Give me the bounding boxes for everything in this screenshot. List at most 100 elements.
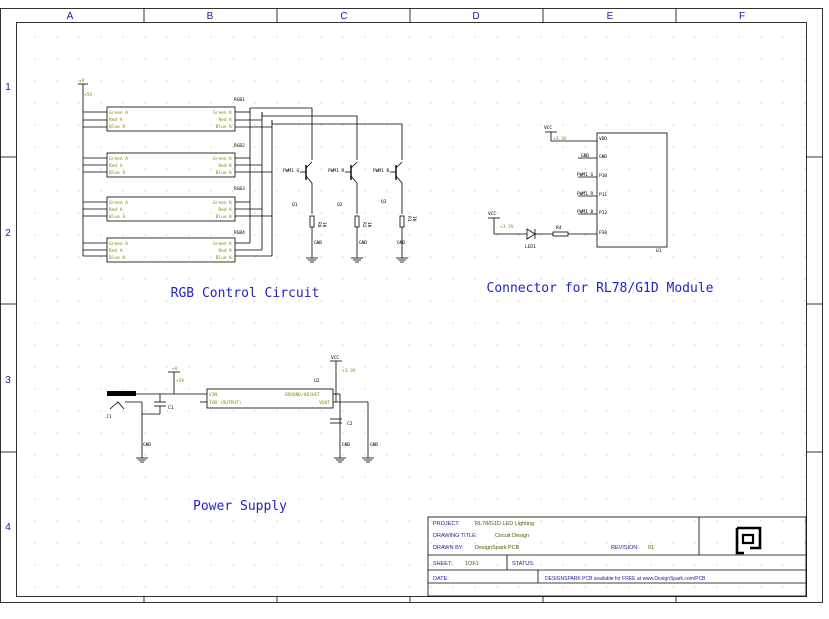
gnd-label: GND [370, 442, 378, 448]
date-label: DATE: [433, 576, 449, 582]
row-dividers [0, 156, 823, 453]
drawing-title-value: Circuit Design [495, 533, 529, 539]
u1-ref: U1 [656, 248, 662, 254]
pin-label: GROUND/ADJUST [285, 392, 321, 398]
pin-label: VOUT [319, 400, 330, 406]
sheet-label: SHEET: [433, 561, 453, 567]
net-label: PWM1 R [328, 168, 345, 174]
led-v-label: +3.3V [500, 224, 514, 230]
row-label-4: 4 [5, 522, 11, 533]
pin-label: Blue A [109, 170, 126, 176]
pin-label: Green A [109, 241, 128, 247]
pin-label: Blue A [109, 255, 126, 261]
column-dividers [143, 8, 677, 603]
row-label-1: 1 [5, 82, 11, 93]
resistor-ref: R1 [406, 216, 412, 222]
drawn-by-value: DesignSpark PCB [475, 545, 520, 551]
col-label-d: D [472, 11, 479, 22]
resistor-ref: R2 [361, 222, 367, 228]
net-label: PWM1 B [373, 168, 390, 174]
project-label: PROJECT: [433, 521, 460, 527]
transistor-ref: Q2 [337, 202, 343, 208]
pin-label: Red K [218, 248, 232, 254]
title-block: PROJECT: RL78/G1D LED Lighting DRAWING T… [427, 516, 807, 597]
row-label-2: 2 [5, 228, 11, 239]
revision-value: 01 [648, 545, 654, 551]
supply-plus-v-label: +V [79, 78, 85, 84]
cap2-ref: C2 [347, 421, 353, 427]
caption-rgb-control: RGB Control Circuit [171, 286, 320, 301]
dc-jack-j1 [107, 391, 136, 396]
net-label: PWM1 R [577, 191, 594, 197]
pin-label: Red K [218, 163, 232, 169]
pin-label: Green K [213, 156, 232, 162]
designspark-note: DESIGNSPARK PCB available for FREE at ww… [545, 576, 706, 582]
v33-label: +3.3V [342, 368, 356, 374]
power-supply: J1 +V +5V C1 GND U2 VIN TAB (OUTPUT) GRO… [106, 355, 378, 463]
resistor-value: 1K [366, 222, 372, 228]
rgb-control-circuit: +V +5V RGB1 Green A Red A Blue A Green K… [78, 78, 417, 263]
pin-label: Blue A [109, 214, 126, 220]
r4-ref: R4 [556, 225, 562, 231]
drawn-by-label: DRAWN BY: [433, 545, 464, 551]
rgb-board-ref: RGB1 [234, 97, 245, 103]
jack-ref: J1 [106, 414, 112, 420]
pin-label: Blue K [216, 124, 233, 130]
designspark-logo-icon [735, 526, 762, 555]
pin-label: P12 [599, 210, 607, 216]
col-label-f: F [739, 11, 745, 22]
pin-label: Green A [109, 200, 128, 206]
led-vcc-label: VCC [488, 211, 496, 217]
resistor-ref: R8 [316, 222, 322, 228]
caption-connector: Connector for RL78/G1D Module [487, 281, 714, 296]
pin-label: Blue K [216, 255, 233, 261]
sheet-value: 1OF1 [465, 561, 479, 567]
supply-5v-label: +5V [84, 92, 92, 98]
pin-label: VIN [209, 392, 217, 398]
col-label-b: B [207, 11, 214, 22]
transistor-q1: PWM1 G Q1 R8 1K GND [283, 161, 327, 263]
pin-label: Green K [213, 200, 232, 206]
pin-label: Blue K [216, 214, 233, 220]
pin-label: Red K [218, 117, 232, 123]
rgb-board-ref: RGB4 [234, 230, 245, 236]
gnd-label: GND [359, 240, 367, 246]
row-label-3: 3 [5, 375, 11, 386]
pin-label: P30 [599, 230, 607, 236]
rgb-board-1: RGB1 Green A Red A Blue A Green K Red K … [106, 97, 245, 132]
project-value: RL78/G1D LED Lighting [475, 521, 534, 527]
revision-label: REVISION: [611, 545, 639, 551]
pin-label: Blue A [109, 124, 126, 130]
outer-frame [0, 8, 823, 603]
led-ref: LED1 [525, 244, 536, 250]
u1-body [596, 132, 668, 248]
col-label-a: A [67, 11, 74, 22]
pin-label: Green K [213, 110, 232, 116]
gnd-label: GND [397, 240, 405, 246]
rgb-board-ref: RGB2 [234, 143, 245, 149]
connector-module: VCC +3.3V VDD GND P10 P11 P12 P30 GND PW… [488, 125, 668, 254]
col-label-e: E [607, 11, 614, 22]
plus5-label: +5V [176, 378, 184, 384]
net-label: GND [581, 153, 589, 159]
resistor-value: 1K [321, 222, 327, 228]
pin-label: Red A [109, 248, 123, 254]
resistor-value: 1K [411, 216, 417, 222]
pin-label: Green K [213, 241, 232, 247]
pin-label: Red K [218, 207, 232, 213]
transistor-ref: Q3 [381, 199, 387, 205]
vcc-label: VCC [331, 355, 339, 361]
pin-label: P11 [599, 192, 607, 198]
caption-power-supply: Power Supply [193, 499, 287, 514]
pin-label: VDD [599, 136, 607, 142]
net-label: PWM1 B [577, 209, 594, 215]
reg-ref: U2 [314, 378, 320, 384]
cap1-ref: C1 [168, 405, 174, 411]
transistor-q3: PWM1 B Q3 R1 1K GND [373, 161, 417, 263]
gnd-label: GND [143, 442, 151, 448]
transistor-ref: Q1 [292, 202, 298, 208]
regulator-u2 [206, 388, 334, 409]
pin-label: Red A [109, 117, 123, 123]
